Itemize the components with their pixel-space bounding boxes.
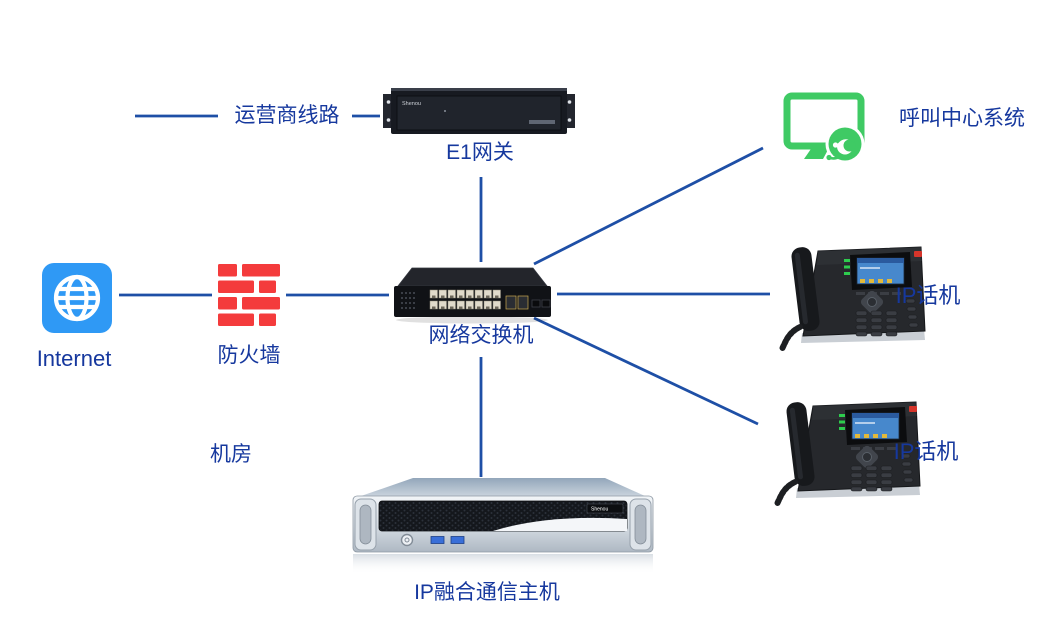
connection-switch-ip-phone-2 xyxy=(533,316,759,426)
server-rack-ear-right xyxy=(629,498,652,551)
gateway-model-marking xyxy=(529,120,555,124)
network-switch-device xyxy=(390,260,555,338)
server-brand-text: Shenou xyxy=(591,507,608,513)
call-center-icon xyxy=(783,92,871,166)
label-firewall: 防火墙 xyxy=(217,344,281,367)
server-usb-port xyxy=(430,536,445,544)
label-server: IP融合通信主机 xyxy=(414,581,560,604)
server-usb-port xyxy=(450,536,465,544)
firewall-brick-icon xyxy=(218,264,280,326)
server-device: Shenou xyxy=(343,474,663,576)
gateway-brand-text: Shenou xyxy=(402,101,421,107)
label-ip-phone-2: IP话机 xyxy=(893,439,959,464)
label-room: 机房 xyxy=(210,443,252,466)
label-e1-gateway: E1网关 xyxy=(446,141,514,164)
label-ip-phone-1: IP话机 xyxy=(895,283,961,308)
label-switch: 网络交换机 xyxy=(428,324,534,347)
internet-globe-icon xyxy=(42,263,112,333)
server-rack-ear-left xyxy=(354,498,377,551)
e1-gateway-device: Shenou xyxy=(383,84,575,136)
label-call-center: 呼叫中心系统 xyxy=(899,107,1025,130)
server-reflection xyxy=(353,554,653,574)
label-carrier-line: 运营商线路 xyxy=(234,104,340,127)
label-internet: Internet xyxy=(36,346,112,371)
connection-switch-callcenter xyxy=(533,146,764,266)
